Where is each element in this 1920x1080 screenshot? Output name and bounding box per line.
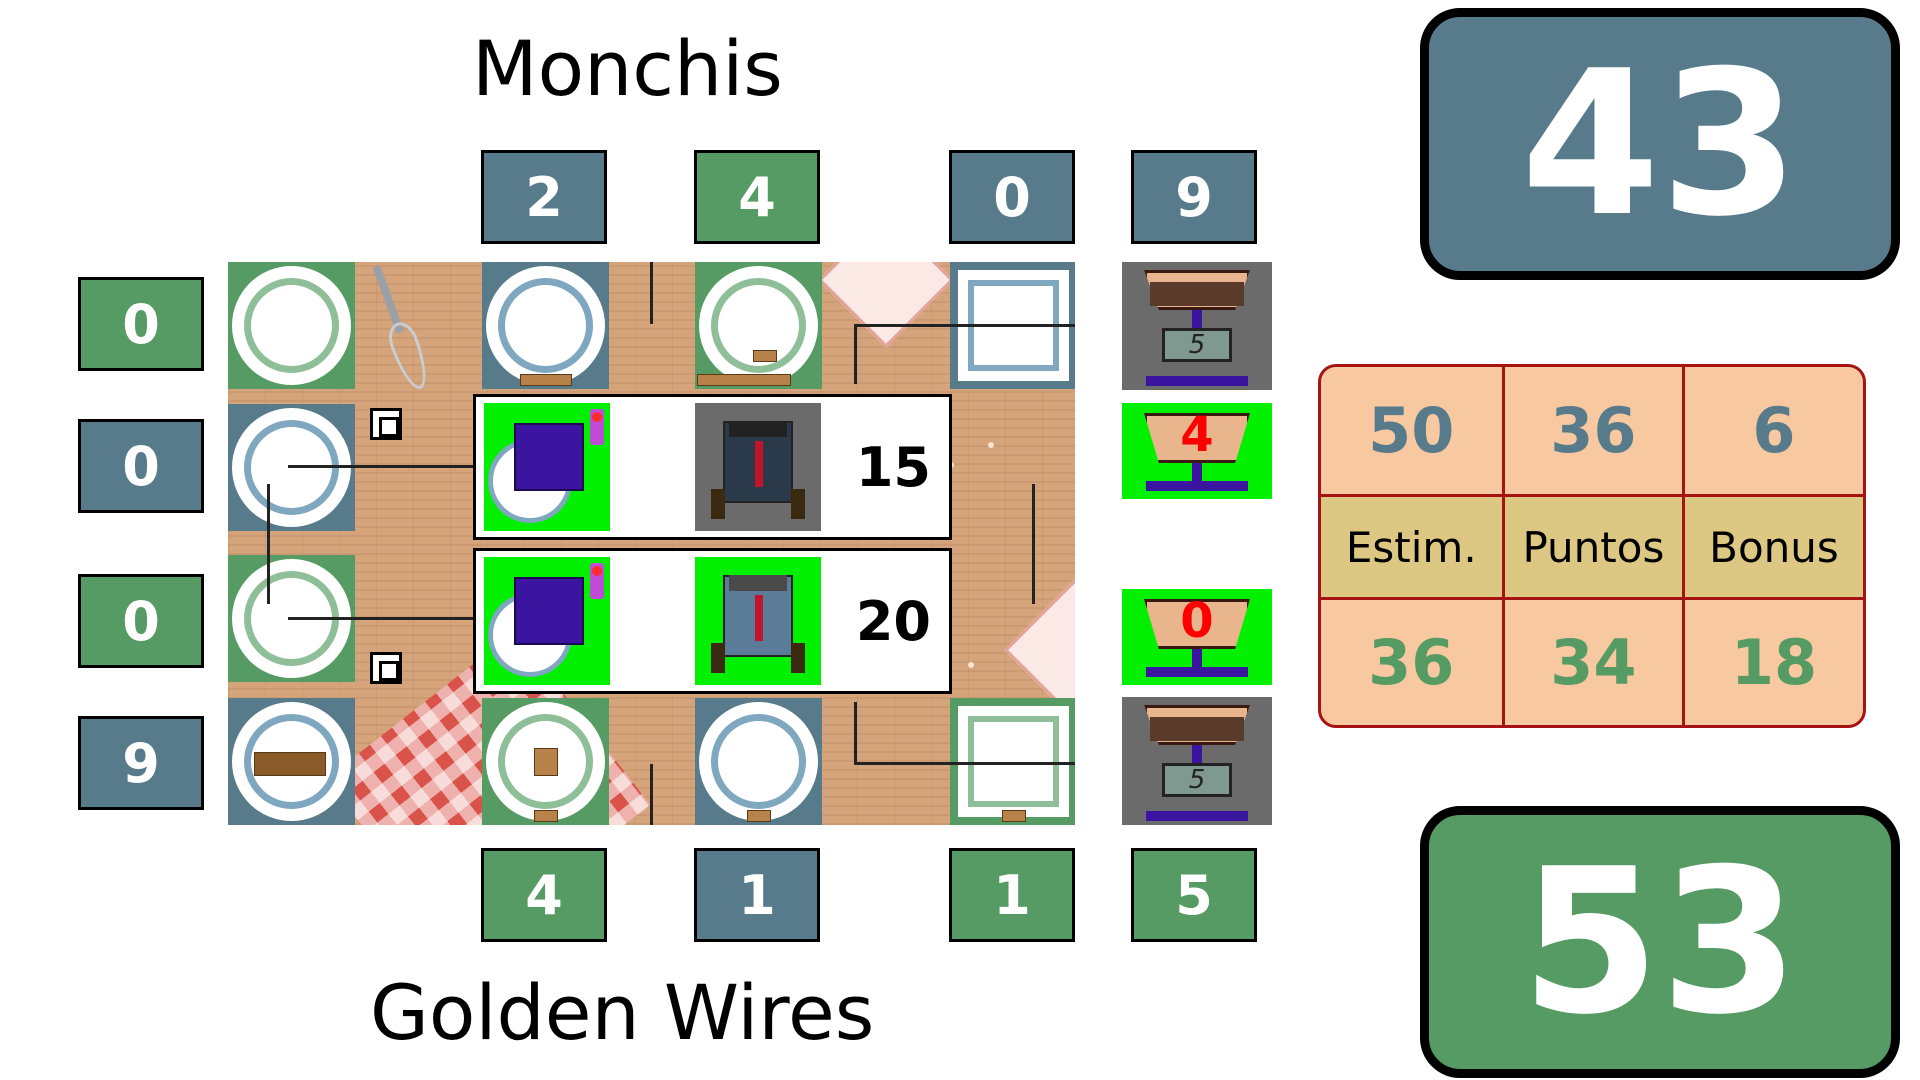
robot-tile xyxy=(484,403,610,531)
row-count-4: 9 xyxy=(78,716,204,810)
plate-icon xyxy=(486,266,605,385)
robot-icon xyxy=(514,423,584,491)
plate-tile xyxy=(695,698,822,825)
bottom-team-name: Golden Wires xyxy=(370,968,875,1057)
stats-header-estim: Estim. xyxy=(1345,522,1477,572)
game-board xyxy=(228,262,1075,825)
crumb-decoration xyxy=(988,442,994,448)
scale-tile-lower: 5 xyxy=(1122,697,1272,825)
plate-tile xyxy=(482,262,609,389)
stats-header-row: Estim. Puntos Bonus xyxy=(1321,494,1863,600)
crumb-decoration xyxy=(968,662,974,668)
scale-value-upper: 4 xyxy=(1122,403,1272,499)
scale-display: 5 xyxy=(1162,328,1232,362)
scale-tile-upper: 5 xyxy=(1122,262,1272,390)
plate-tile xyxy=(228,262,355,389)
scale-icon xyxy=(1146,667,1248,677)
card-value: 20 xyxy=(855,589,931,653)
marker-icon xyxy=(370,652,402,684)
top-column-count-4: 9 xyxy=(1131,150,1257,244)
stats-header-puntos: Puntos xyxy=(1501,497,1683,597)
row-count-2: 0 xyxy=(78,419,204,513)
scale-value-lower: 0 xyxy=(1122,589,1272,685)
signal-light-icon xyxy=(590,409,604,445)
napkin-icon xyxy=(818,262,954,348)
stats-bottom-puntos: 34 xyxy=(1501,600,1683,725)
stats-top-bonus: 6 xyxy=(1682,367,1863,494)
plate-icon xyxy=(699,702,818,821)
plate-tile xyxy=(228,698,355,825)
top-team-score: 43 xyxy=(1420,8,1900,280)
plate-icon xyxy=(232,266,351,385)
scale-icon xyxy=(1146,376,1248,386)
plate-tile xyxy=(950,262,1075,389)
stats-bottom-bonus: 18 xyxy=(1682,600,1863,725)
stats-bottom-row: 36 34 18 xyxy=(1321,600,1863,725)
stats-table: 50 36 6 Estim. Puntos Bonus 36 34 18 xyxy=(1318,364,1866,728)
scale-display: 5 xyxy=(1162,763,1232,797)
plate-tile xyxy=(950,698,1075,825)
bottom-column-count-4: 5 xyxy=(1131,848,1257,942)
robot-icon xyxy=(514,577,584,645)
card-value: 15 xyxy=(855,435,931,499)
row-count-3: 0 xyxy=(78,574,204,668)
bottom-column-count-3: 1 xyxy=(949,848,1075,942)
whisk-icon xyxy=(363,262,441,412)
order-card-1: 15 xyxy=(473,394,952,540)
plate-tile xyxy=(482,698,609,825)
waiter-tile xyxy=(695,403,821,531)
marker-icon xyxy=(370,408,402,440)
waiter-tile xyxy=(695,557,821,685)
stats-top-puntos: 36 xyxy=(1501,367,1683,494)
order-card-2: 20 xyxy=(473,548,952,694)
top-column-count-2: 4 xyxy=(694,150,820,244)
stats-top-estim: 50 xyxy=(1368,394,1455,467)
plate-icon xyxy=(699,266,818,385)
top-team-name: Monchis xyxy=(472,24,783,113)
plate-icon xyxy=(958,706,1069,817)
plate-tile xyxy=(695,262,822,389)
scale-icon xyxy=(1146,481,1248,491)
row-count-1: 0 xyxy=(78,277,204,371)
robot-tile xyxy=(484,557,610,685)
stats-header-bonus: Bonus xyxy=(1682,497,1863,597)
signal-light-icon xyxy=(590,563,604,599)
top-column-count-3: 0 xyxy=(949,150,1075,244)
bottom-column-count-1: 4 xyxy=(481,848,607,942)
top-column-count-1: 2 xyxy=(481,150,607,244)
bottom-team-score: 53 xyxy=(1420,806,1900,1078)
stats-top-row: 50 36 6 xyxy=(1321,367,1863,494)
stats-bottom-estim: 36 xyxy=(1368,626,1455,699)
bottom-column-count-2: 1 xyxy=(694,848,820,942)
scale-icon xyxy=(1146,811,1248,821)
